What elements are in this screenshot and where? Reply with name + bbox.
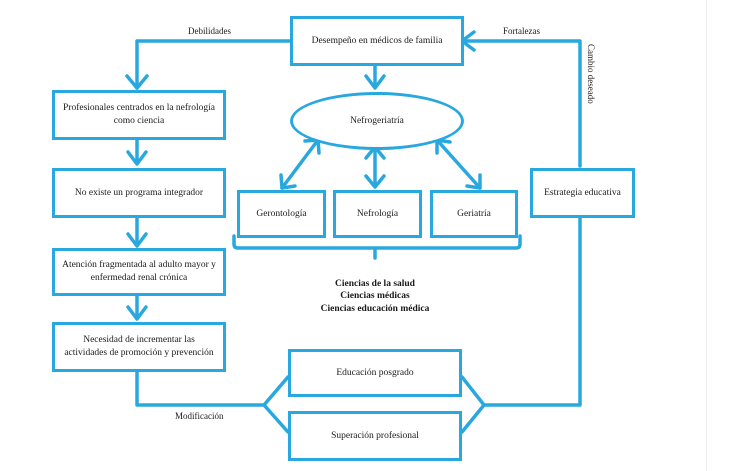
chain-box-1: Profesionales centrados en la nefrología…: [52, 90, 226, 140]
connector-modification: [135, 370, 266, 407]
sciences-list: Ciencias de la salud Ciencias médicas Ci…: [275, 278, 475, 315]
chain-box-2: No existe un programa integrador: [52, 168, 226, 218]
double-arrow-gerontology: [280, 138, 320, 190]
chain-box-4: Necesidad de incrementar las actividades…: [52, 322, 226, 372]
arrowhead-weaknesses: [125, 74, 149, 90]
label-strengths: Fortalezas: [503, 26, 540, 36]
label-desired-change: Cambio deseado: [586, 44, 596, 104]
double-arrow-geriatrics: [435, 138, 482, 190]
fork-right-lower: [460, 403, 486, 434]
arrowhead-chain-3: [126, 305, 148, 321]
label-modification: Modificación: [175, 411, 224, 421]
connector-to-strategy: [482, 201, 582, 407]
label-weaknesses: Debilidades: [188, 26, 231, 36]
connector-desired-change: [461, 39, 582, 168]
option-box-professional: Superación profesional: [288, 411, 462, 461]
science-item: Ciencias de la salud: [335, 279, 415, 289]
arrowhead-top-to-ellipse: [364, 74, 386, 90]
bracket-sciences: [232, 234, 522, 260]
top-box-performance: Desempeño en médicos de familia: [290, 16, 464, 66]
arrowhead-gerontology-bottom: [279, 173, 297, 190]
arrowhead-nephrology-bottom: [364, 174, 386, 189]
arrowhead-chain-1: [126, 150, 148, 166]
science-item: Ciencias médicas: [340, 291, 410, 302]
fork-left-upper: [262, 375, 290, 407]
strategy-box: Estrategia educativa: [530, 168, 635, 218]
fork-left-lower: [262, 403, 290, 434]
ellipse-nefrogeriatria: Nefrogeriatría: [290, 92, 464, 150]
option-box-postgraduate: Educación posgrado: [288, 349, 462, 397]
chain-box-3: Atención fragmentada al adulto mayor y e…: [52, 248, 226, 296]
fork-right-upper: [460, 375, 486, 407]
discipline-box-nephrology: Nefrología: [333, 190, 422, 238]
discipline-box-geriatrics: Geriatría: [430, 190, 518, 238]
arrowhead-chain-2: [126, 232, 148, 248]
connector-weaknesses: [135, 39, 294, 90]
science-item: Ciencias educación médica: [320, 303, 430, 314]
page-edge-divider: [706, 0, 707, 471]
arrowhead-geriatrics-bottom: [465, 173, 482, 190]
discipline-box-gerontology: Gerontología: [237, 190, 326, 238]
